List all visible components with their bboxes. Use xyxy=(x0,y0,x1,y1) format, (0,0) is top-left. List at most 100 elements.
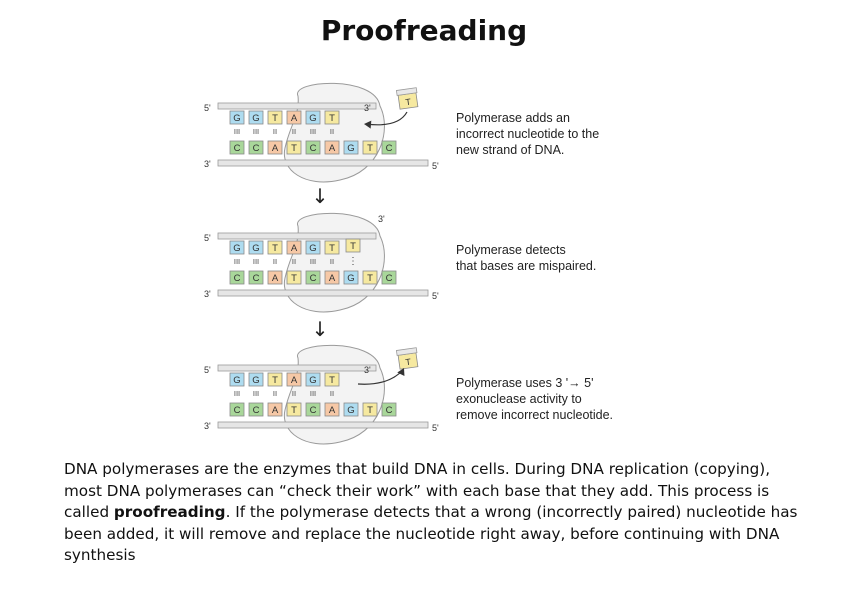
template-nucleotide-C-5-letter: C xyxy=(310,405,317,416)
template-nucleotide-A-3-letter: A xyxy=(272,273,279,284)
new-nucleotide-G-5: G xyxy=(305,240,321,255)
base-pair-bond: III xyxy=(234,127,240,136)
new-nucleotide-G-1-letter: G xyxy=(233,243,240,254)
template-nucleotide-C-2-letter: C xyxy=(253,405,260,416)
incoming-incorrect-nucleotide: T xyxy=(395,87,419,110)
template-nucleotide-C-1-letter: C xyxy=(234,405,241,416)
base-pair-bond: II xyxy=(330,389,334,398)
new-nucleotide-T-6-letter: T xyxy=(329,243,335,254)
template-nucleotide-T-4: T xyxy=(286,270,302,285)
template-nucleotide-T-4: T xyxy=(286,402,302,417)
template-nucleotide-T-8-box xyxy=(362,402,378,417)
new-strand-5prime-label: 5' xyxy=(204,103,211,113)
template-nucleotide-C-5-letter: C xyxy=(310,143,317,154)
new-nucleotide-G-5-letter: G xyxy=(309,113,316,124)
template-nucleotide-C-5-box xyxy=(305,402,321,417)
new-nucleotide-G-1-box xyxy=(229,240,245,255)
template-nucleotide-C-1: C xyxy=(229,270,245,285)
new-nucleotide-A-4-box xyxy=(286,240,302,255)
new-nucleotide-A-4-box xyxy=(286,110,302,125)
new-nucleotide-G-5-letter: G xyxy=(309,375,316,386)
template-nucleotide-T-8: T xyxy=(362,270,378,285)
new-nucleotide-G-5-box xyxy=(305,372,321,387)
template-nucleotide-C-5: C xyxy=(305,270,321,285)
template-nucleotide-C-2-box xyxy=(248,140,264,155)
template-nucleotide-C-5: C xyxy=(305,402,321,417)
new-nucleotide-A-4-letter: A xyxy=(291,375,298,386)
base-pair-bond: III xyxy=(253,389,259,398)
new-nucleotide-A-4-box xyxy=(286,372,302,387)
template-nucleotide-A-3: A xyxy=(267,140,283,155)
new-nucleotide-G-5-box xyxy=(305,110,321,125)
body-text-part-2: . If the polymerase detects that a wrong… xyxy=(64,503,798,565)
incorporation-arrow xyxy=(365,111,408,126)
template-nucleotide-C-5-letter: C xyxy=(310,273,317,284)
base-pair-bond: II xyxy=(292,257,296,266)
template-strand-backbone xyxy=(217,159,429,167)
template-nucleotide-C-1-letter: C xyxy=(234,273,241,284)
template-nucleotide-C-9-box xyxy=(381,270,397,285)
new-nucleotide-G-2-letter: G xyxy=(252,375,259,386)
template-strand-3prime-label: 3' xyxy=(204,289,211,299)
template-nucleotide-T-8-letter: T xyxy=(367,405,373,416)
template-nucleotide-C-2-letter: C xyxy=(253,273,260,284)
template-strand-3prime-label: 3' xyxy=(204,421,211,431)
template-nucleotide-C-9-box xyxy=(381,402,397,417)
base-pair-bond: II xyxy=(273,257,277,266)
new-nucleotide-G-1: G xyxy=(229,110,245,125)
template-nucleotide-G-7-box xyxy=(343,140,359,155)
template-nucleotide-G-7: G xyxy=(343,270,359,285)
template-nucleotide-C-5: C xyxy=(305,140,321,155)
new-nucleotide-G-5-letter: G xyxy=(309,243,316,254)
template-nucleotide-T-8-letter: T xyxy=(367,143,373,154)
incoming-incorrect-nucleotide-tail xyxy=(395,87,418,96)
template-nucleotide-T-4: T xyxy=(286,140,302,155)
template-strand-5prime-label: 5' xyxy=(432,161,439,171)
incorporation-arrow-head xyxy=(364,120,372,129)
step-3-caption: Polymerase uses 3 '→ 5' exonuclease acti… xyxy=(456,375,613,423)
template-strand-5prime-label: 5' xyxy=(432,291,439,301)
template-nucleotide-C-9-letter: C xyxy=(386,273,393,284)
new-nucleotide-A-4: A xyxy=(286,240,302,255)
base-pair-bond: II xyxy=(273,127,277,136)
new-nucleotide-G-2-letter: G xyxy=(252,243,259,254)
body-text-part-1: DNA polymerases are the enzymes that bui… xyxy=(64,460,771,522)
step-1-caption-line-2: incorrect nucleotide to the xyxy=(456,127,600,141)
template-nucleotide-G-7-box xyxy=(343,270,359,285)
new-nucleotide-T-6: T xyxy=(324,240,340,255)
template-nucleotide-A-6-letter: A xyxy=(329,273,336,284)
new-nucleotide-T-6-box xyxy=(324,372,340,387)
new-strand-backbone xyxy=(217,232,377,240)
base-pair-bond: II xyxy=(292,389,296,398)
template-nucleotide-C-1-box xyxy=(229,270,245,285)
template-nucleotide-C-2: C xyxy=(248,402,264,417)
step-2-caption-line-2: that bases are mispaired. xyxy=(456,259,597,273)
removed-incorrect-nucleotide-letter: T xyxy=(405,357,412,368)
template-nucleotide-G-7-letter: G xyxy=(347,143,354,154)
template-strand-3prime-label: 3' xyxy=(204,159,211,169)
new-nucleotide-T-3-letter: T xyxy=(272,243,278,254)
template-strand-backbone xyxy=(217,289,429,297)
new-nucleotide-T-6-box xyxy=(324,240,340,255)
base-pair-bond: III xyxy=(253,127,259,136)
base-pair-bond: II xyxy=(330,127,334,136)
template-nucleotide-C-2: C xyxy=(248,270,264,285)
template-nucleotide-A-3-letter: A xyxy=(272,143,279,154)
new-nucleotide-G-2: G xyxy=(248,372,264,387)
template-nucleotide-C-9-box xyxy=(381,140,397,155)
step-2-caption-line-1: Polymerase detects xyxy=(456,243,566,257)
new-strand-backbone xyxy=(217,102,377,110)
template-nucleotide-T-8: T xyxy=(362,402,378,417)
template-nucleotide-T-8: T xyxy=(362,140,378,155)
mispaired-nucleotide-T-letter: T xyxy=(350,241,356,252)
new-nucleotide-A-4: A xyxy=(286,372,302,387)
template-nucleotide-T-4-box xyxy=(286,270,302,285)
template-nucleotide-G-7-box xyxy=(343,402,359,417)
template-nucleotide-C-9: C xyxy=(381,402,397,417)
new-nucleotide-T-3: T xyxy=(267,240,283,255)
base-pair-bond: II xyxy=(330,257,334,266)
template-nucleotide-T-4-letter: T xyxy=(291,273,297,284)
base-pair-bond: II xyxy=(292,127,296,136)
